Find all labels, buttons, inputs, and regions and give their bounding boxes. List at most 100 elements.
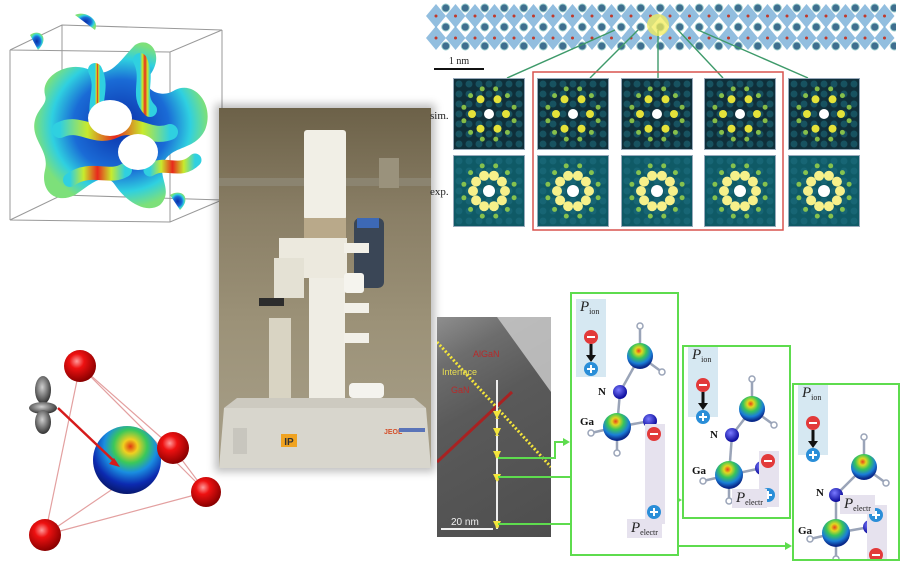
- p-ion-label: Pion: [576, 298, 603, 317]
- connector-point-3: [498, 441, 568, 459]
- lattice-atom: [558, 41, 568, 51]
- lattice-atom: [831, 22, 841, 32]
- cbed-pattern-exp: [788, 155, 860, 227]
- oxygen-site: [746, 36, 750, 40]
- lattice-atom: [499, 3, 509, 13]
- lattice-atom: [597, 41, 607, 51]
- tem-scale-label: 20 nm: [451, 517, 479, 528]
- lattice-atom: [519, 3, 529, 13]
- lattice-atom: [811, 22, 821, 32]
- ligand-atom: [64, 350, 96, 382]
- p-subscript: ion: [589, 307, 600, 316]
- lattice-atom: [772, 22, 782, 32]
- oxygen-site: [824, 36, 828, 40]
- n-atom-label: N: [598, 386, 606, 398]
- label-gan: GaN: [451, 385, 470, 395]
- ip-badge: [281, 434, 297, 447]
- electron-microscope-photo: IP JEOL: [219, 108, 431, 468]
- oxygen-site: [610, 36, 613, 40]
- lattice-atom: [792, 41, 802, 51]
- p-ion-label: Pion: [688, 346, 715, 365]
- oxygen-site: [668, 36, 672, 40]
- lattice-atom: [499, 22, 509, 32]
- oxygen-site: [473, 36, 477, 40]
- lattice-atom: [831, 3, 841, 13]
- cbed-pattern-exp: [621, 155, 693, 227]
- p-electr-label: Pelectr: [732, 489, 767, 508]
- lattice-atom: [441, 3, 451, 13]
- gyroid-surface-panel: [0, 0, 228, 228]
- oxygen-site: [532, 14, 535, 18]
- lattice-atom: [694, 41, 704, 51]
- lattice-atom: [538, 3, 548, 13]
- scale-bar-label: 1 nm: [448, 56, 470, 67]
- minus-charge-icon: [869, 548, 883, 559]
- direction-arrow: [57, 407, 117, 464]
- lattice-atom: [597, 3, 607, 13]
- oxygen-site: [454, 14, 457, 18]
- n-atom: [613, 385, 627, 399]
- ga-atom-label: Ga: [692, 465, 707, 477]
- oxygen-site: [668, 14, 672, 18]
- oxygen-site: [707, 36, 711, 40]
- oxygen-site: [844, 14, 847, 18]
- oxygen-site: [707, 14, 711, 18]
- p-subscript: ion: [701, 355, 712, 364]
- cbed-pattern-sim: [621, 78, 693, 150]
- oxygen-site: [785, 36, 789, 40]
- connector-line: [506, 29, 616, 79]
- lattice-atom: [655, 3, 665, 13]
- scale-bar-1nm: 1 nm: [434, 56, 484, 70]
- lattice-atom: [792, 22, 802, 32]
- n-atom-label: N: [710, 429, 718, 441]
- oxygen-site: [434, 36, 438, 40]
- orbital-lobes: [29, 376, 57, 434]
- oxygen-site: [649, 36, 652, 40]
- n-atom: [829, 488, 843, 502]
- lattice-atom: [480, 22, 490, 32]
- lattice-atom: [753, 3, 763, 13]
- p-symbol: P: [580, 299, 590, 315]
- lattice-atom: [831, 41, 841, 51]
- oxygen-site: [785, 14, 789, 18]
- oxygen-site: [590, 14, 594, 18]
- ga-atom: [851, 454, 877, 480]
- ligand-atom: [29, 519, 61, 551]
- oxygen-site: [551, 14, 555, 18]
- oxygen-site: [727, 14, 730, 18]
- label-interface: Interface: [442, 367, 477, 377]
- lattice-atom: [733, 3, 743, 13]
- ligand-atom: [157, 432, 189, 464]
- lattice-atom: [636, 41, 646, 51]
- oxygen-site: [746, 14, 750, 18]
- lattice-atom: [714, 22, 724, 32]
- oxygen-site: [590, 36, 594, 40]
- oxygen-site: [454, 36, 457, 40]
- oxygen-site: [688, 14, 691, 18]
- lattice-atom: [811, 3, 821, 13]
- lattice-atom: [480, 3, 490, 13]
- red-line: [437, 390, 514, 464]
- lattice-atom: [772, 3, 782, 13]
- lattice-atom: [753, 22, 763, 32]
- lattice-atom: [870, 22, 880, 32]
- oxygen-site: [493, 36, 496, 40]
- lattice-atom: [636, 22, 646, 32]
- cbed-pattern-sim: [537, 78, 609, 150]
- p-symbol: P: [631, 520, 641, 536]
- lattice-atom: [499, 41, 509, 51]
- p-electr-label: Pelectr: [840, 495, 875, 514]
- p-subscript: electr: [745, 498, 763, 507]
- oxygen-site: [571, 14, 574, 18]
- ga-atom: [822, 519, 850, 547]
- cbed-pattern-exp: [537, 155, 609, 227]
- lattice-atom: [772, 41, 782, 51]
- ga-atom: [627, 343, 653, 369]
- p-subscript: electr: [640, 528, 658, 537]
- highlight-site: [647, 14, 669, 36]
- ga-atom-label: Ga: [580, 416, 595, 428]
- point-marker: [493, 428, 501, 436]
- oxygen-site: [434, 14, 438, 18]
- cbed-pattern-sim: [788, 78, 860, 150]
- p-symbol: P: [736, 490, 746, 506]
